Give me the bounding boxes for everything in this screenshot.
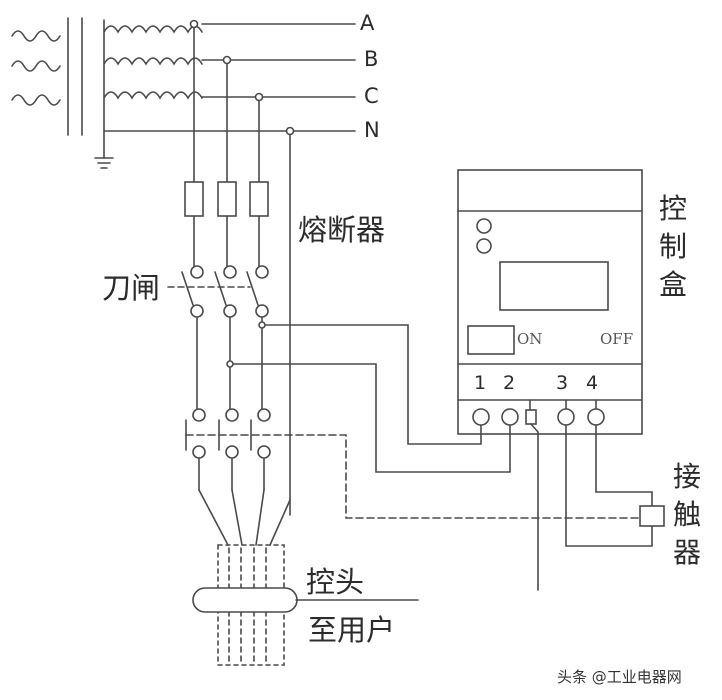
tap-dots	[226, 321, 266, 368]
fuse-label: 熔断器	[298, 213, 386, 247]
terminal-label-4: 4	[586, 372, 599, 394]
coil-wires	[530, 423, 653, 591]
knife-switch-label: 刀闸	[102, 271, 161, 305]
control-feed-wires	[229, 324, 511, 473]
terminal-label-2: 2	[503, 372, 516, 394]
on-indicator: ON	[517, 330, 543, 348]
off-indicator: OFF	[600, 330, 634, 348]
to-user-label: 至用户	[308, 613, 396, 647]
contactor-label: 接触器	[672, 460, 701, 569]
contactor-contacts	[185, 408, 641, 519]
contactor-coil	[639, 505, 665, 527]
knife-switch	[167, 265, 269, 318]
control-box-label: 控制盒	[658, 192, 687, 301]
output-wires	[198, 457, 291, 546]
ground-icon	[94, 157, 114, 169]
sensor-clamp	[192, 544, 419, 666]
control-terminals	[472, 408, 605, 426]
bus-lines	[103, 23, 356, 132]
transformer-secondary	[103, 19, 203, 159]
terminal-label-1: 1	[474, 372, 487, 394]
transformer-primary	[11, 17, 83, 136]
terminal-label-3: 3	[556, 372, 569, 394]
phase-label-c: C	[364, 84, 379, 108]
phase-label-a: A	[360, 11, 375, 35]
watermark: 头条 @工业电器网	[557, 668, 682, 686]
phase-label-b: B	[364, 47, 379, 71]
phase-drops	[193, 27, 291, 516]
phase-label-n: N	[364, 118, 380, 142]
fuse-group	[184, 181, 269, 217]
fuse-to-switch	[193, 215, 260, 267]
junction-dots	[189, 19, 295, 136]
control-box	[457, 169, 643, 435]
sensor-label: 控头	[306, 565, 365, 599]
